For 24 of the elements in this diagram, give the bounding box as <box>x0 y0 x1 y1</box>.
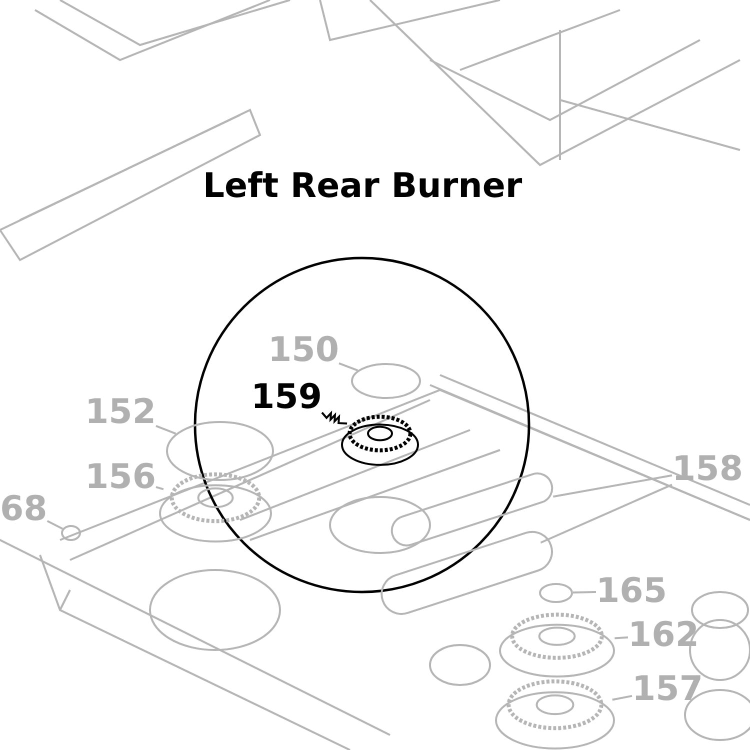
callout-number: 68 <box>0 492 48 526</box>
leader-line <box>338 362 358 372</box>
callout-number: 150 <box>268 333 339 367</box>
leader-line <box>572 590 596 594</box>
callout-number: 152 <box>85 395 156 429</box>
callout-number: 159 <box>251 380 322 414</box>
diagram-title: Left Rear Burner <box>202 166 524 206</box>
callout-number: 158 <box>672 452 743 486</box>
undefined <box>165 420 275 482</box>
knob-drawing <box>60 524 82 542</box>
leader-line <box>612 694 632 701</box>
callout-number: 162 <box>628 618 699 652</box>
callout-number: 165 <box>596 574 667 608</box>
leader-line <box>553 474 672 498</box>
callout-number: 157 <box>632 672 703 706</box>
leader-line <box>156 486 164 490</box>
leader-line <box>46 520 63 530</box>
leader-line <box>540 484 672 544</box>
callout-number: 156 <box>85 460 156 494</box>
leader-line <box>156 424 176 435</box>
undefined <box>350 362 422 400</box>
undefined <box>538 582 574 604</box>
leader-line <box>321 410 348 425</box>
leader-line <box>614 636 628 640</box>
